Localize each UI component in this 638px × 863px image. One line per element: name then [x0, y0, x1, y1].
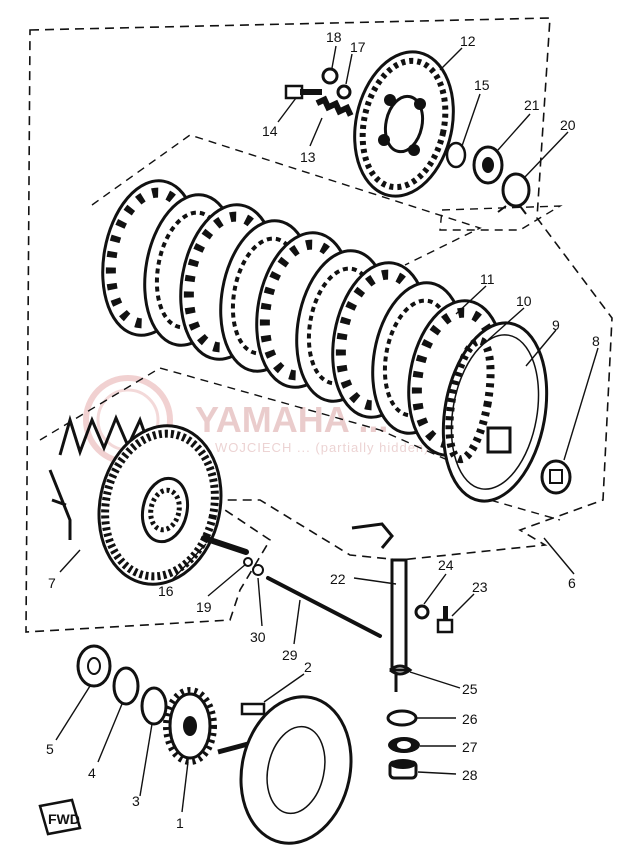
clutch-boss — [441, 321, 549, 503]
circlip-26 — [386, 709, 418, 727]
bearing-27 — [388, 737, 420, 753]
callout-8: 8 — [592, 333, 600, 349]
callout-9: 9 — [552, 317, 560, 333]
callout-7: 7 — [48, 575, 56, 591]
watermark-sub: WOJCIECH ... (partially hidden) — [215, 440, 430, 455]
crankcase-cover — [217, 695, 353, 845]
push-rod-long — [266, 576, 382, 638]
callout-5: 5 — [46, 741, 54, 757]
callout-16: 16 — [158, 583, 174, 599]
callout-26: 26 — [462, 711, 478, 727]
callout-3: 3 — [132, 793, 140, 809]
woodruff-key — [240, 702, 266, 716]
callout-23: 23 — [472, 579, 488, 595]
nut-5 — [76, 644, 112, 688]
callout-13: 13 — [300, 149, 316, 165]
callout-2: 2 — [304, 659, 312, 675]
callout-27: 27 — [462, 739, 478, 755]
callout-14: 14 — [262, 123, 278, 139]
washer-3 — [140, 686, 168, 726]
assembly-group-outline — [25, 17, 613, 633]
clutch-spring — [315, 95, 354, 117]
push-rod-short — [201, 535, 249, 555]
washer-17 — [336, 84, 352, 100]
callout-1: 1 — [176, 815, 184, 831]
release-bearing — [472, 145, 504, 185]
callout-11: 11 — [480, 271, 495, 287]
callout-17: 17 — [350, 39, 366, 55]
return-spring — [389, 664, 413, 692]
callout-22: 22 — [330, 571, 346, 587]
clutch-plate-stack — [101, 179, 505, 457]
callout-15: 15 — [474, 77, 490, 93]
callout-4: 4 — [88, 765, 96, 781]
bolt-23 — [436, 606, 454, 634]
friction-plate-subgroup-outline — [91, 134, 482, 266]
clutch-housing — [48, 414, 223, 586]
lock-washer-4 — [112, 666, 140, 706]
callout-24: 24 — [438, 557, 454, 573]
leader-lines — [55, 45, 599, 813]
callout-10: 10 — [516, 293, 532, 309]
pressure-plate — [353, 50, 455, 198]
circlip-20 — [497, 172, 531, 215]
callout-21: 21 — [524, 97, 540, 113]
callout-18: 18 — [326, 29, 342, 45]
fwd-badge: FWD — [38, 798, 82, 836]
primary-drive-gear — [163, 687, 217, 765]
fwd-badge-text: FWD — [48, 811, 80, 827]
callout-30: 30 — [250, 629, 266, 645]
boss-subgroup-outline — [39, 367, 561, 521]
washer-24 — [414, 604, 430, 620]
nut-18 — [321, 67, 339, 85]
callout-28: 28 — [462, 767, 478, 783]
callout-19: 19 — [196, 599, 212, 615]
spring-bolt — [284, 84, 322, 100]
callout-29: 29 — [282, 647, 298, 663]
callout-12: 12 — [460, 33, 476, 49]
callout-25: 25 — [462, 681, 478, 697]
callout-labels: 18 17 12 14 13 15 21 20 11 10 9 8 6 7 16… — [46, 29, 600, 831]
lock-washer — [540, 459, 572, 495]
callout-6: 6 — [568, 575, 576, 591]
push-plate — [445, 141, 467, 169]
oil-seal-28 — [388, 759, 418, 780]
push-lever-shaft — [351, 522, 408, 672]
callout-20: 20 — [560, 117, 576, 133]
steel-ball-30 — [252, 564, 264, 576]
